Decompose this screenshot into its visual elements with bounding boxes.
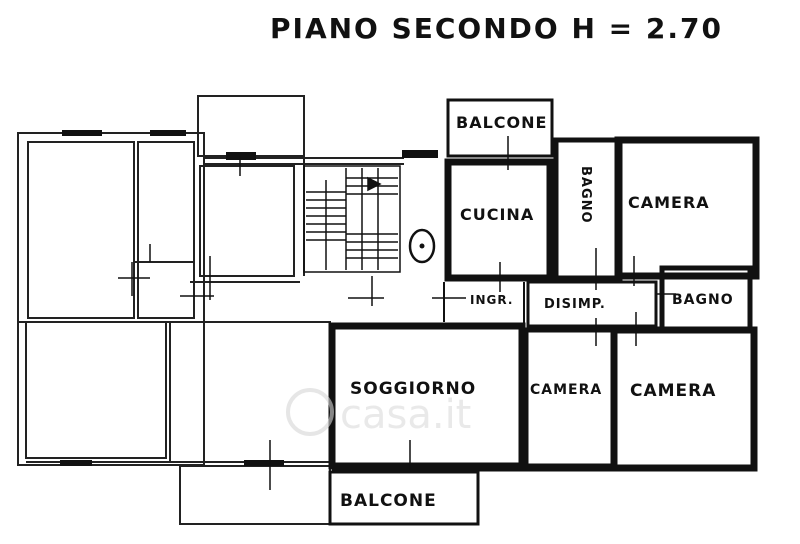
- staircase: [303, 165, 401, 273]
- label-cucina: CUCINA: [460, 205, 534, 224]
- main-apartment-walls: [328, 98, 760, 526]
- door-ticks: [118, 136, 676, 490]
- label-balcone-bottom: BALCONE: [340, 491, 437, 511]
- watermark-text: casa.it: [340, 392, 471, 438]
- watermark: casa.it: [286, 388, 471, 438]
- left-apartment: [17, 95, 404, 525]
- lift-symbol: [408, 228, 436, 264]
- label-camera-top: CAMERA: [628, 193, 710, 212]
- label-bagno-small: BAGNO: [672, 292, 734, 308]
- label-ingresso: INGR.: [470, 293, 513, 307]
- label-camera-mid: CAMERA: [530, 382, 602, 398]
- plan-title: PIANO SECONDO H = 2.70: [270, 12, 723, 45]
- label-balcone-top: BALCONE: [456, 113, 547, 132]
- label-bagno-vertical: BAGNO: [578, 166, 593, 224]
- label-disimpegno: DISIMP.: [544, 297, 606, 312]
- label-camera-right: CAMERA: [630, 381, 716, 401]
- label-soggiorno: SOGGIORNO: [350, 379, 476, 399]
- window-marks: [60, 130, 438, 466]
